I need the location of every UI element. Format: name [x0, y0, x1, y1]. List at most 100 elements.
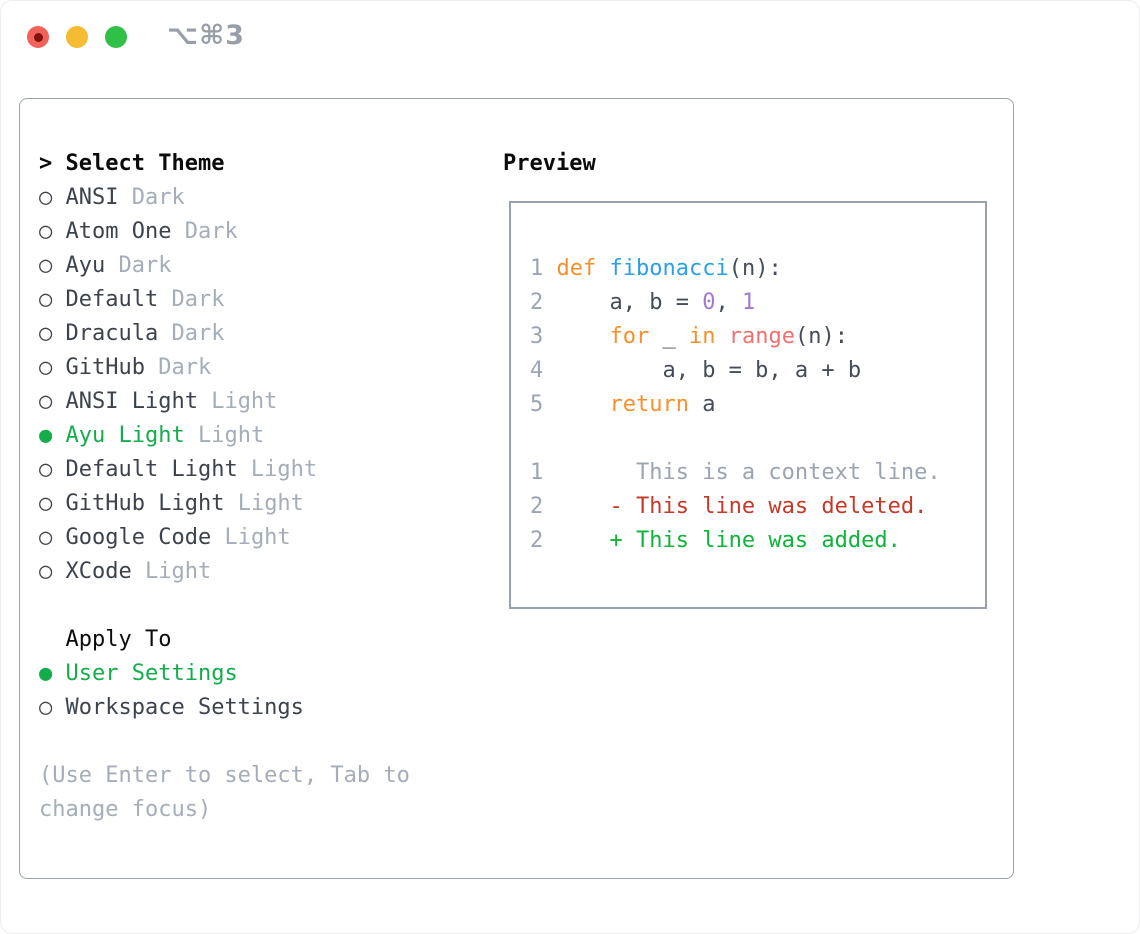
theme-variant: Dark: [158, 321, 225, 346]
main-panel: > Select Theme ○ ANSI Dark○ Atom One Dar…: [19, 98, 1014, 879]
radio-selected-icon: ●: [39, 661, 66, 686]
line-number: [530, 426, 557, 451]
line-number: 3: [530, 324, 557, 349]
line-number: 1: [530, 460, 557, 485]
code-token: range: [728, 324, 795, 349]
section-gap: [39, 589, 439, 623]
theme-variant: Light: [197, 389, 278, 414]
theme-variant: Dark: [158, 287, 225, 312]
theme-item-default-light[interactable]: ○ Default Light Light: [39, 453, 439, 487]
theme-name: Atom One: [65, 219, 172, 244]
radio-unselected-icon: ○: [39, 491, 66, 516]
apply-option-label: User Settings: [65, 661, 238, 686]
code-token: in: [688, 324, 716, 349]
theme-item-google-code[interactable]: ○ Google Code Light: [39, 521, 439, 555]
line-number: 1: [530, 256, 557, 281]
theme-item-default[interactable]: ○ Default Dark: [39, 283, 439, 317]
apply-option-workspace-settings[interactable]: ○ Workspace Settings: [39, 691, 439, 725]
zoom-button[interactable]: [105, 26, 127, 48]
theme-item-ayu-light[interactable]: ● Ayu Light Light: [39, 419, 439, 453]
select-theme-title: Select Theme: [65, 151, 225, 176]
theme-name: Dracula: [65, 321, 159, 346]
code-token: [557, 392, 610, 417]
apply-option-label: Workspace Settings: [65, 695, 304, 720]
radio-selected-icon: ●: [39, 423, 66, 448]
blank-line: [530, 422, 985, 456]
apply-to-header: Apply To: [65, 627, 172, 652]
theme-item-xcode[interactable]: ○ XCode Light: [39, 555, 439, 589]
theme-item-atom-one[interactable]: ○ Atom One Dark: [39, 215, 439, 249]
theme-item-github[interactable]: ○ GitHub Dark: [39, 351, 439, 385]
theme-variant: Light: [211, 525, 291, 550]
section-gap: [39, 725, 439, 759]
line-number: 2: [530, 290, 557, 315]
theme-variant: Light: [131, 559, 212, 584]
theme-item-dracula[interactable]: ○ Dracula Dark: [39, 317, 439, 351]
focus-caret-icon: >: [39, 151, 66, 176]
line-number: 4: [530, 358, 557, 383]
line-number: 2: [530, 528, 557, 553]
code-token: + This line was added.: [556, 528, 901, 553]
apply-to-options: ● User Settings○ Workspace Settings: [39, 657, 439, 725]
window-title-shortcut: ⌥⌘3: [167, 20, 245, 51]
code-token: [715, 324, 728, 349]
code-token: This is a context line.: [556, 460, 941, 485]
code-token: _: [649, 324, 689, 349]
context-line: 1 This is a context line.: [530, 456, 985, 490]
theme-selector: > Select Theme ○ ANSI Dark○ Atom One Dar…: [39, 147, 439, 827]
code-token: 1: [741, 290, 756, 315]
minimize-button[interactable]: [66, 26, 88, 48]
radio-unselected-icon: ○: [39, 559, 66, 584]
deleted-line: 2 - This line was deleted.: [530, 490, 985, 524]
code-line: 5 return a: [530, 388, 985, 422]
code-line: 2 a, b = 0, 1: [530, 286, 985, 320]
radio-unselected-icon: ○: [39, 321, 66, 346]
theme-name: ANSI Light: [65, 389, 198, 414]
apply-option-user-settings[interactable]: ● User Settings: [39, 657, 439, 691]
radio-unselected-icon: ○: [39, 457, 66, 482]
theme-variant: Light: [237, 457, 318, 482]
theme-name: XCode: [65, 559, 132, 584]
line-number: 5: [530, 392, 557, 417]
code-line: 3 for _ in range(n):: [530, 320, 985, 354]
line-number: 2: [530, 494, 557, 519]
radio-unselected-icon: ○: [39, 253, 66, 278]
radio-unselected-icon: ○: [39, 525, 66, 550]
theme-name: Default: [65, 287, 159, 312]
code-token: def: [556, 256, 610, 281]
theme-item-ayu[interactable]: ○ Ayu Dark: [39, 249, 439, 283]
theme-variant: Light: [224, 491, 304, 516]
theme-name: Ayu Light: [65, 423, 185, 448]
code-token: a: [688, 392, 716, 417]
select-theme-header: > Select Theme: [39, 147, 439, 181]
theme-item-ansi-light[interactable]: ○ ANSI Light Light: [39, 385, 439, 419]
record-dot-icon: [33, 32, 43, 42]
theme-name: GitHub Light: [65, 491, 225, 516]
code-token: a, b =: [556, 290, 703, 315]
code-token: 0: [702, 290, 716, 315]
code-token: a, b = b, a + b: [556, 358, 862, 383]
code-token: [557, 324, 610, 349]
theme-item-github-light[interactable]: ○ GitHub Light Light: [39, 487, 439, 521]
code-line: 4 a, b = b, a + b: [530, 354, 985, 388]
theme-variant: Dark: [171, 219, 238, 244]
theme-name: GitHub: [65, 355, 145, 380]
theme-variant: Dark: [118, 185, 185, 210]
code-token: - This line was deleted.: [556, 494, 928, 519]
theme-variant: Light: [184, 423, 265, 448]
code-token: for: [609, 324, 650, 349]
code-token: ,: [715, 290, 742, 315]
help-text: (Use Enter to select, Tab to change focu…: [39, 763, 410, 822]
window-titlebar: ⌥⌘3: [0, 0, 1140, 74]
theme-name: Google Code: [65, 525, 212, 550]
code-token: (n):: [794, 324, 848, 349]
theme-name: ANSI: [65, 185, 119, 210]
radio-unselected-icon: ○: [39, 355, 66, 380]
close-button[interactable]: [27, 26, 49, 48]
theme-name: Default Light: [65, 457, 238, 482]
radio-unselected-icon: ○: [39, 219, 66, 244]
theme-item-ansi[interactable]: ○ ANSI Dark: [39, 181, 439, 215]
code-token: return: [609, 392, 689, 417]
